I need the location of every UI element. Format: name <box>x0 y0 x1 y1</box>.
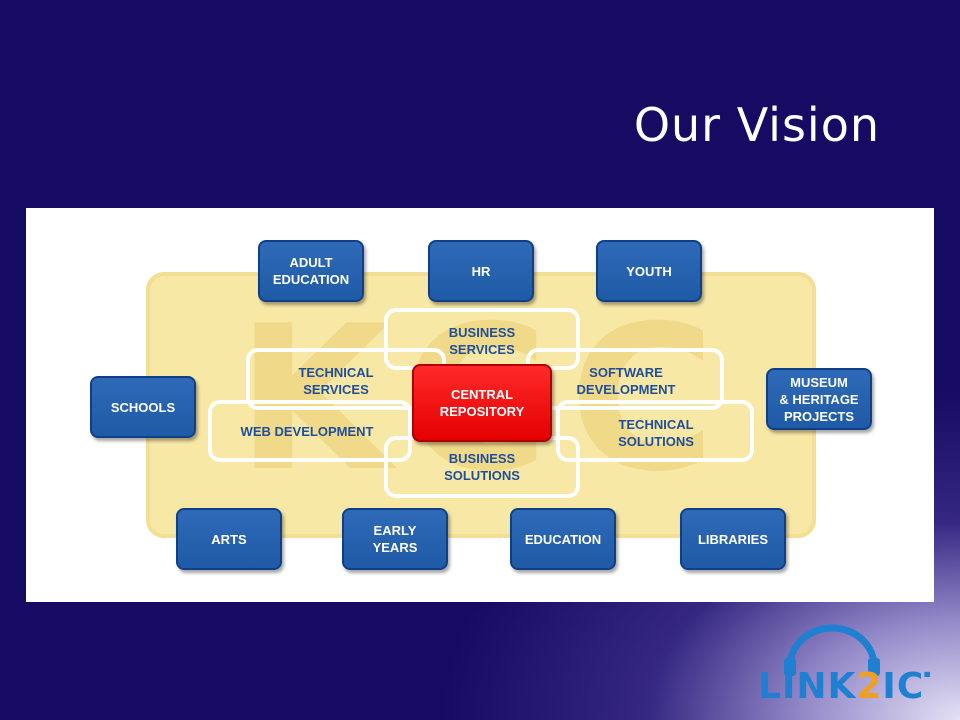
diagram-panel: KCC BUSINESS SERVICES TECHNICAL SERVICES… <box>26 208 934 602</box>
logo-text-link: LINK <box>758 666 856 704</box>
logo-text-ict: ICT <box>882 666 930 704</box>
software-development-label: SOFTWARE DEVELOPMENT <box>576 365 676 397</box>
web-development-label: WEB DEVELOPMENT <box>240 424 374 439</box>
schools-node: SCHOOLS <box>90 376 196 438</box>
business-services-label: BUSINESS SERVICES <box>448 325 516 357</box>
headphones-arc-icon: LINK2ICT <box>758 624 949 707</box>
technical-services-label: TECHNICAL SERVICES <box>298 365 374 397</box>
logo-text-2: 2 <box>856 666 882 704</box>
business-solutions-label: BUSINESS SOLUTIONS <box>444 451 520 483</box>
hr-node: HR <box>428 240 534 302</box>
central-repository-node: CENTRAL REPOSITORY <box>412 364 552 442</box>
libraries-node: LIBRARIES <box>680 508 786 570</box>
ring-technical-solutions <box>556 400 754 462</box>
youth-node: YOUTH <box>596 240 702 302</box>
arts-node: ARTS <box>176 508 282 570</box>
technical-solutions-label: TECHNICAL SOLUTIONS <box>618 417 694 449</box>
svg-text:LINK2ICT: LINK2ICT <box>758 666 930 704</box>
slide-title: Our Vision <box>633 98 880 152</box>
adult-education-node: ADULT EDUCATION <box>258 240 364 302</box>
ring-web-development <box>208 400 412 462</box>
education-node: EDUCATION <box>510 508 616 570</box>
early-years-node: EARLY YEARS <box>342 508 448 570</box>
museum-heritage-node: MUSEUM & HERITAGE PROJECTS <box>766 368 872 430</box>
link2ict-logo: LINK2ICT <box>750 614 949 707</box>
